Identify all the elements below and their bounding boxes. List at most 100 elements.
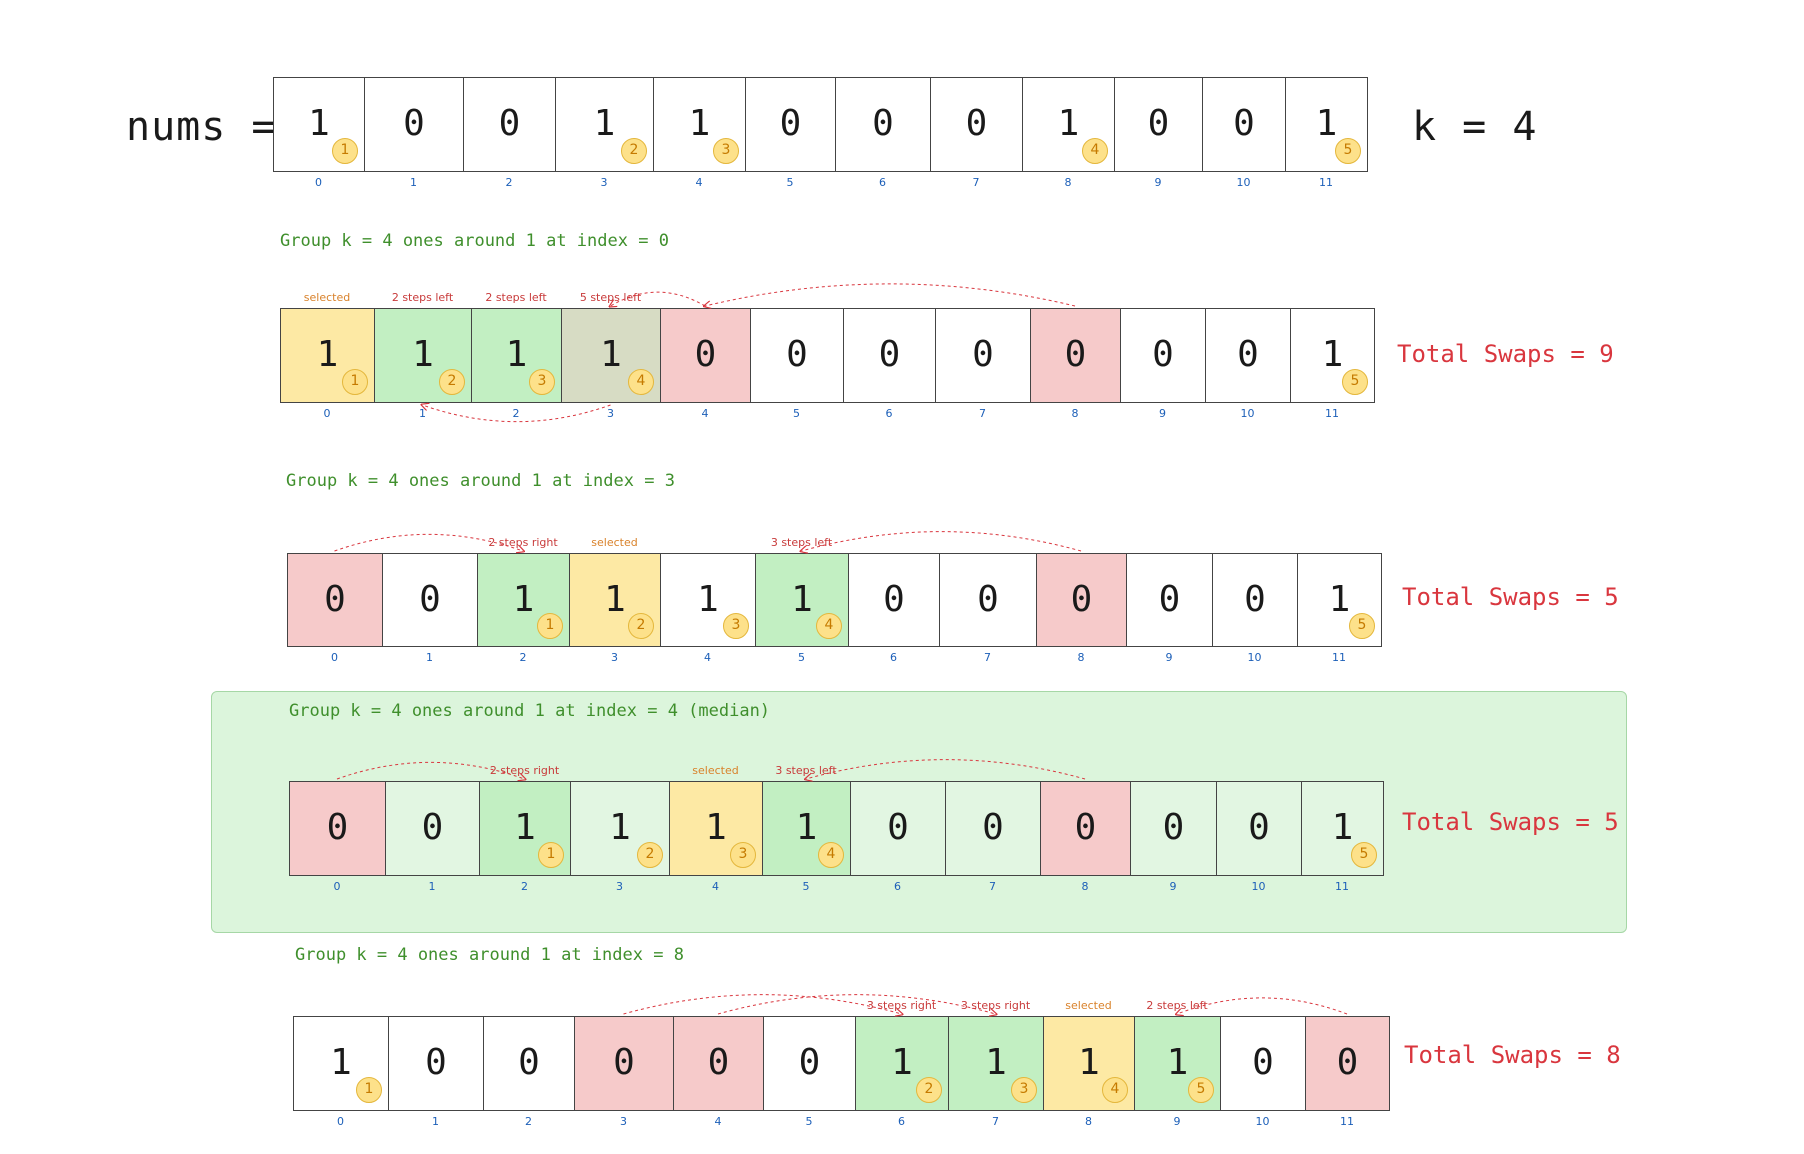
step-note: 3 steps right [960,999,1031,1012]
order-badge: 1 [538,842,564,868]
cell-index: 7 [992,1115,999,1128]
array-cell: 0 [1036,553,1127,647]
cell-value: 0 [887,807,909,849]
group-title: Group k = 4 ones around 1 at index = 3 [286,471,675,491]
cell-value: 1 [308,103,330,145]
array-cell: 0 [939,553,1037,647]
cell-value: 1 [600,334,622,376]
step-note: 3 steps right [866,999,937,1012]
cell-index: 1 [426,651,433,664]
cell-index: 8 [1077,651,1085,664]
cell-index: 1 [410,176,417,189]
cell-index: 1 [428,880,436,893]
cell-index: 6 [885,407,893,420]
step-note: 5 steps left [579,291,642,304]
cell-index: 8 [1071,407,1079,420]
cell-index: 1 [432,1115,439,1128]
cell-value: 0 [1237,334,1259,376]
total-swaps: Total Swaps = 5 [1402,808,1619,836]
array-cell: 0 [289,781,386,876]
cell-value: 0 [878,334,901,376]
array-cell: 0 [1305,1016,1390,1111]
array-cell: 0 [1202,77,1286,172]
cell-index: 2 [525,1115,532,1128]
order-badge: 3 [723,613,749,639]
cell-value: 0 [883,578,905,620]
array-cell: 1 [570,781,670,876]
swap-arrow [802,531,1082,551]
cell-index: 10 [1255,1115,1270,1128]
array-cell: 1 [374,308,472,403]
cell-value: 1 [330,1042,352,1084]
order-badge: 4 [1102,1077,1128,1103]
array-cell: 0 [835,77,931,172]
array-cell: 0 [1040,781,1131,876]
cell-value: 0 [1147,103,1170,145]
cell-index: 8 [1081,880,1089,893]
step-note: 2 steps right [489,764,560,777]
array-cell: 0 [1205,308,1291,403]
array-cell: 1 [1043,1016,1135,1111]
array-cell: 0 [287,553,383,647]
cell-index: 7 [989,880,996,893]
order-badge: 2 [916,1077,942,1103]
cell-index: 11 [1319,176,1333,189]
cell-index: 4 [714,1115,722,1128]
order-badge: 2 [628,613,654,639]
cell-index: 11 [1335,880,1349,893]
cell-value: 0 [419,578,441,620]
cell-value: 0 [798,1042,821,1084]
step-note: 3 steps left [775,764,837,777]
cell-index: 5 [798,651,805,664]
cell-value: 1 [1321,334,1344,376]
array-cell: 0 [763,1016,856,1111]
array-cell: 0 [463,77,556,172]
cell-index: 10 [1236,176,1251,189]
total-swaps: Total Swaps = 8 [1404,1041,1621,1069]
array-cell: 0 [1220,1016,1306,1111]
cell-value: 0 [972,334,994,376]
cell-value: 0 [1162,807,1185,849]
cell-index: 1 [419,407,426,420]
cell-index: 11 [1332,651,1346,664]
group-title: Group k = 4 ones around 1 at index = 8 [295,945,684,965]
array-cell: 0 [945,781,1041,876]
cell-value: 0 [324,578,346,620]
cell-index: 3 [600,176,608,189]
cell-value: 0 [421,807,444,849]
cell-value: 0 [982,807,1004,849]
order-badge: 5 [1349,613,1375,639]
cell-index: 6 [894,880,901,893]
array-cell: 0 [1114,77,1203,172]
order-badge: 1 [332,138,358,164]
cell-value: 1 [512,578,535,620]
swap-arrow [806,759,1086,779]
order-badge: 5 [1335,138,1361,164]
cell-index: 2 [519,651,527,664]
cell-value: 1 [985,1042,1007,1084]
cell-index: 0 [315,176,322,189]
step-note: 3 steps left [770,536,833,549]
cell-index: 4 [695,176,703,189]
cell-value: 0 [1233,103,1255,145]
swap-arrow [717,994,996,1014]
order-badge: 4 [818,842,844,868]
cell-index: 9 [1165,651,1173,664]
cell-value: 0 [613,1042,635,1084]
cell-value: 1 [1328,578,1351,620]
order-badge: 4 [816,613,842,639]
swap-arrow [1177,997,1348,1014]
cell-value: 1 [604,578,626,620]
cell-index: 11 [1340,1115,1354,1128]
cell-value: 0 [1074,807,1097,849]
cell-index: 3 [620,1115,627,1128]
k-label: k = 4 [1412,104,1538,150]
order-badge: 3 [529,369,555,395]
step-note: 2 steps left [485,291,547,304]
step-note: selected [591,536,638,549]
swap-arrow [705,283,1076,306]
cell-index: 3 [607,407,614,420]
order-badge: 3 [713,138,739,164]
nums-label: nums = [126,104,277,150]
array-cell: 1 [653,77,746,172]
